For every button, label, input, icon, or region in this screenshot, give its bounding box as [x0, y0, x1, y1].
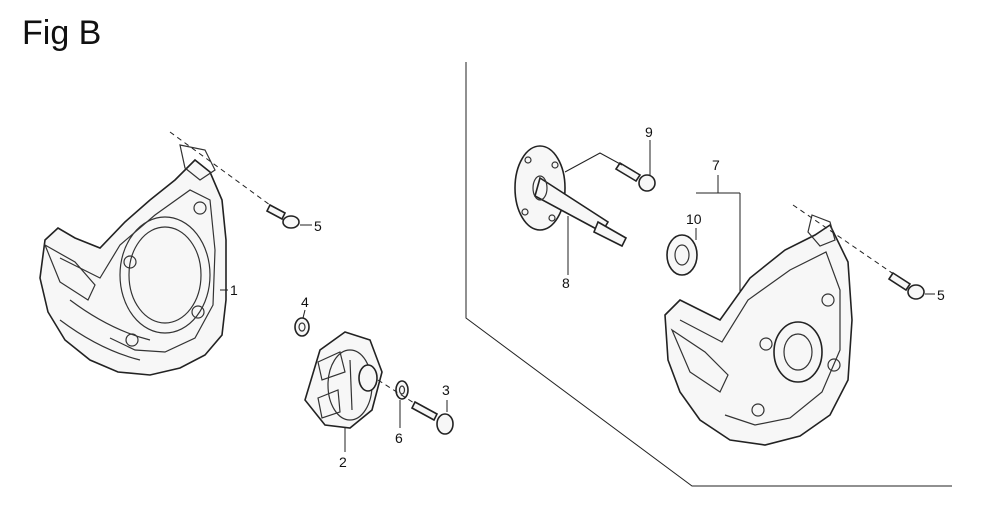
callout-9: 9 — [645, 124, 653, 140]
shaft-flange-part — [514, 145, 628, 248]
callout-6: 6 — [395, 430, 403, 446]
callout-7: 7 — [712, 157, 720, 173]
callout-8: 8 — [562, 275, 570, 291]
clutch-cover-part — [39, 144, 227, 376]
callout-3: 3 — [442, 382, 450, 398]
callout-2: 2 — [339, 454, 347, 470]
oil-seal-part — [666, 234, 698, 276]
leader-9 — [564, 152, 623, 173]
bolt-9-part — [614, 161, 656, 192]
clutch-assembly-part — [304, 331, 383, 429]
screw-left — [265, 203, 300, 229]
callout-4: 4 — [301, 294, 309, 310]
callout-5-left: 5 — [314, 218, 322, 234]
leader-4 — [302, 309, 306, 319]
washer-4-part — [294, 317, 310, 337]
screw-axis-left — [169, 131, 271, 206]
screw-right — [887, 271, 925, 300]
clutch-bolt-part — [410, 400, 454, 435]
leader-7-bracket — [696, 175, 741, 300]
callout-10: 10 — [686, 211, 702, 227]
figure-title: Fig B — [22, 14, 102, 52]
group-boundary-line — [465, 62, 952, 487]
gear-case-part — [664, 214, 853, 446]
callout-1: 1 — [230, 282, 238, 298]
washer-6-part — [395, 380, 409, 400]
screw-axis-right — [792, 204, 896, 276]
callout-5-right: 5 — [937, 287, 945, 303]
